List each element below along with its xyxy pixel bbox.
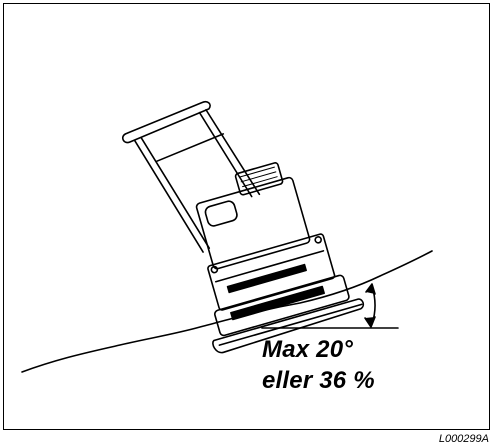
- angle-label-line1: Max 20°: [262, 336, 354, 363]
- chassis-belt: [226, 263, 307, 294]
- chassis-frame: [207, 233, 336, 311]
- base-rubber-strip: [230, 285, 325, 321]
- plate-compactor: [121, 100, 365, 354]
- handle-right-rail-outer: [198, 111, 253, 198]
- air-filter: [204, 200, 238, 227]
- engine-fins: [239, 166, 278, 188]
- handle-left-rail-inner: [140, 136, 211, 249]
- arrow-head-bottom: [364, 316, 376, 328]
- handle-cross-rod: [155, 133, 225, 163]
- figure-reference-code: L000299A: [438, 433, 489, 445]
- handle-right-rail-inner: [205, 108, 261, 196]
- figure-frame: [3, 3, 490, 430]
- handle-bar: [121, 100, 211, 144]
- arrow-head-top: [365, 283, 376, 295]
- engine-housing: [195, 176, 311, 270]
- slope-angle-label: Max 20° eller 36 %: [262, 334, 375, 396]
- angle-label-line2: eller 36 %: [262, 367, 375, 394]
- chassis-bar-1: [214, 250, 325, 283]
- handle-left-rail-outer: [133, 139, 204, 253]
- base-plate: [212, 298, 365, 354]
- bolt-left: [210, 265, 219, 274]
- base-lower-edge: [218, 303, 363, 346]
- vibration-base: [214, 274, 350, 337]
- bolt-right: [314, 236, 322, 244]
- fuel-tank: [234, 162, 284, 196]
